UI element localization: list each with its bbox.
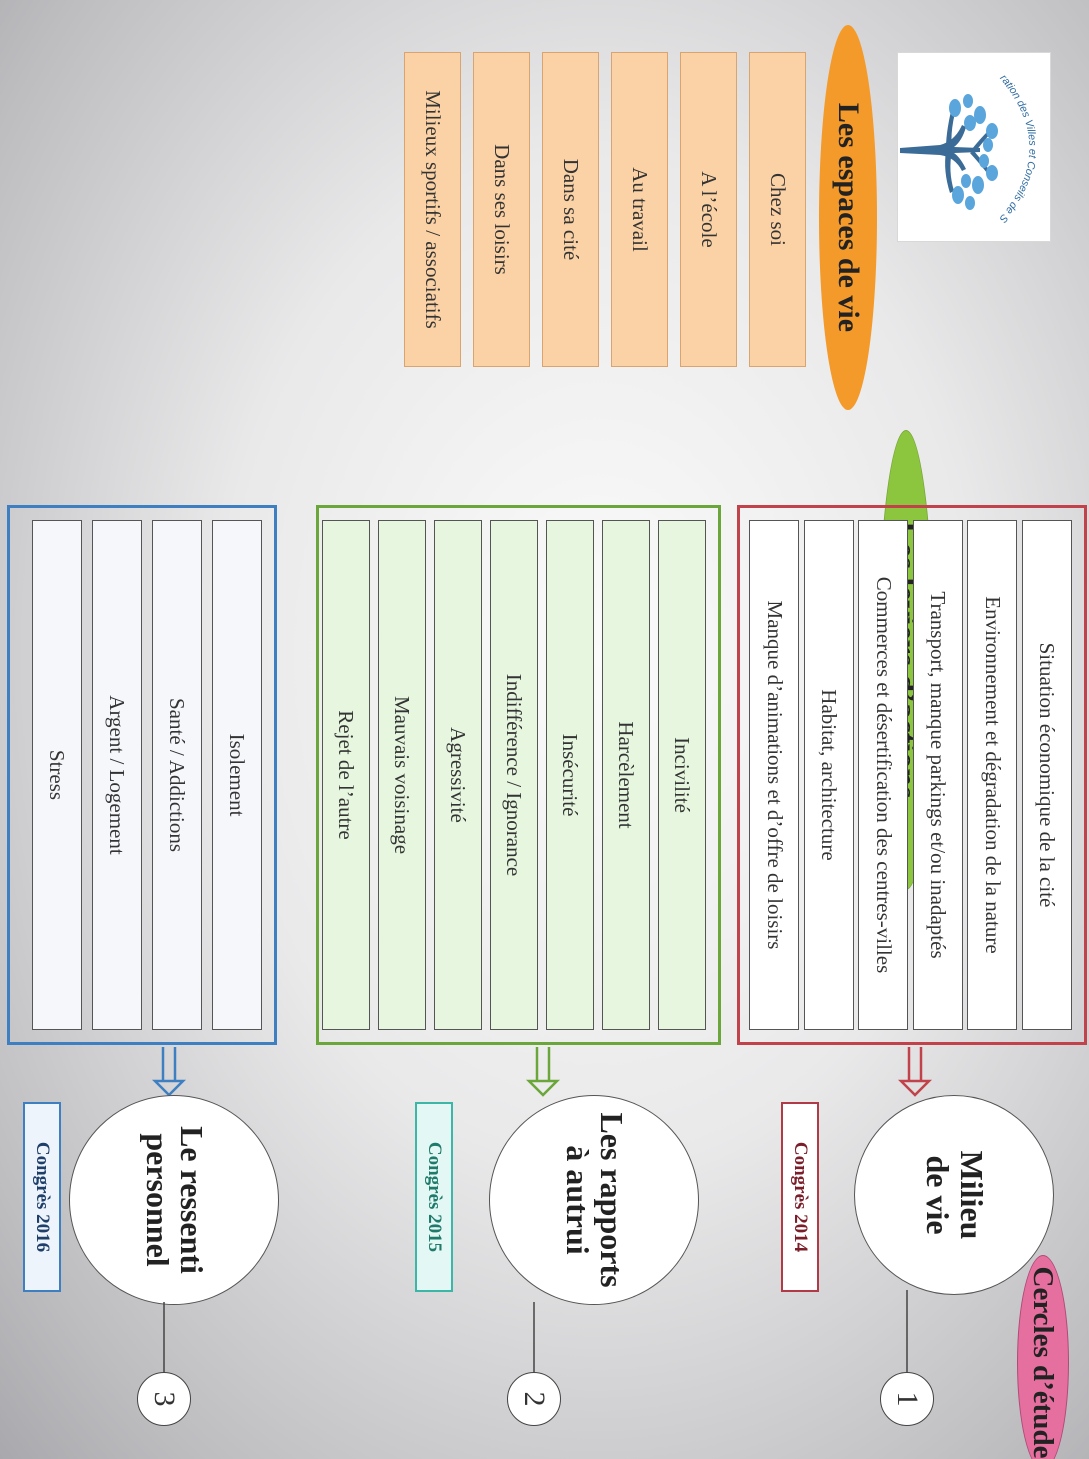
espace-item: Chez soi [749, 52, 806, 367]
group-3-item: Santé / Addictions [152, 520, 202, 1030]
logo-text: Fédération des Villes et Conseils de Sag… [996, 63, 1050, 225]
circle-1-line1: Milieu [953, 1150, 990, 1240]
group-3-item: Isolement [212, 520, 262, 1030]
logo-wordmark: Fédération des Villes et Conseils de Sag… [996, 63, 1050, 225]
circle-3-line1: Le ressenti [173, 1126, 210, 1274]
group-1-item: Manque d’animations et d’offre de loisir… [749, 520, 800, 1030]
circle-2-line2: à autrui [560, 1145, 596, 1255]
circle-3-line2: personnel [140, 1133, 176, 1267]
espace-item: A l’école [680, 52, 737, 367]
group-3-item: Argent / Logement [92, 520, 142, 1030]
congres-2016-label: Congrès 2016 [23, 1102, 61, 1292]
circle-milieu-de-vie: Milieu de vie [854, 1095, 1054, 1295]
arrows-layer [151, 1047, 933, 1097]
group-1-item: Commerces et désertification des centres… [858, 520, 909, 1030]
circle-ressenti-personnel: Le ressenti personnel [69, 1095, 279, 1305]
group-1-item: Environnement et dégradation de la natur… [967, 520, 1018, 1030]
espace-item: Dans ses loisirs [473, 52, 530, 367]
svg-text:Fédération des Villes et Conse: Fédération des Villes et Conseils de Sag… [996, 63, 1050, 225]
number-badge-1: 1 [880, 1372, 934, 1426]
logo-tree-icon [900, 94, 998, 210]
group-2-item: Mauvais voisinage [378, 520, 426, 1030]
number-badge-3: 3 [137, 1372, 191, 1426]
group-2-item: Indifférence / Ignorance [490, 520, 538, 1030]
espace-item: Au travail [611, 52, 668, 367]
group-2-item: Harcèlement [602, 520, 650, 1030]
circle-2-line1: Les rapports [593, 1112, 630, 1288]
espace-item: Dans sa cité [542, 52, 599, 367]
group-1-item: Situation économique de la cité [1022, 520, 1072, 1030]
group-3-item: Stress [32, 520, 82, 1030]
arrow-3 [151, 1047, 187, 1097]
arrow-2 [525, 1047, 561, 1097]
group-2-item: Agressivité [434, 520, 482, 1030]
group-1-item: Transport, manque parkings et/ou inadapt… [913, 520, 963, 1030]
congres-2015-label: Congrès 2015 [415, 1102, 453, 1292]
connector-lines [163, 1290, 908, 1375]
circle-1-line2: de vie [920, 1155, 956, 1235]
congres-2014-label: Congrès 2014 [781, 1102, 819, 1292]
group-2-item: Incivilité [658, 520, 706, 1030]
logo: Fédération des Villes et Conseils de Sag… [897, 52, 1051, 242]
group-2-item: Rejet de l’autre [322, 520, 370, 1030]
circle-rapports-autrui: Les rapports à autrui [489, 1095, 699, 1305]
number-badge-2: 2 [507, 1372, 561, 1426]
group-2-item: Insécurité [546, 520, 594, 1030]
arrow-1 [897, 1047, 933, 1097]
espace-item: Milieux sportifs / associatifs [404, 52, 461, 367]
espaces-header: Les espaces de vie [819, 25, 877, 410]
group-1-item: Habitat, architecture [804, 520, 854, 1030]
